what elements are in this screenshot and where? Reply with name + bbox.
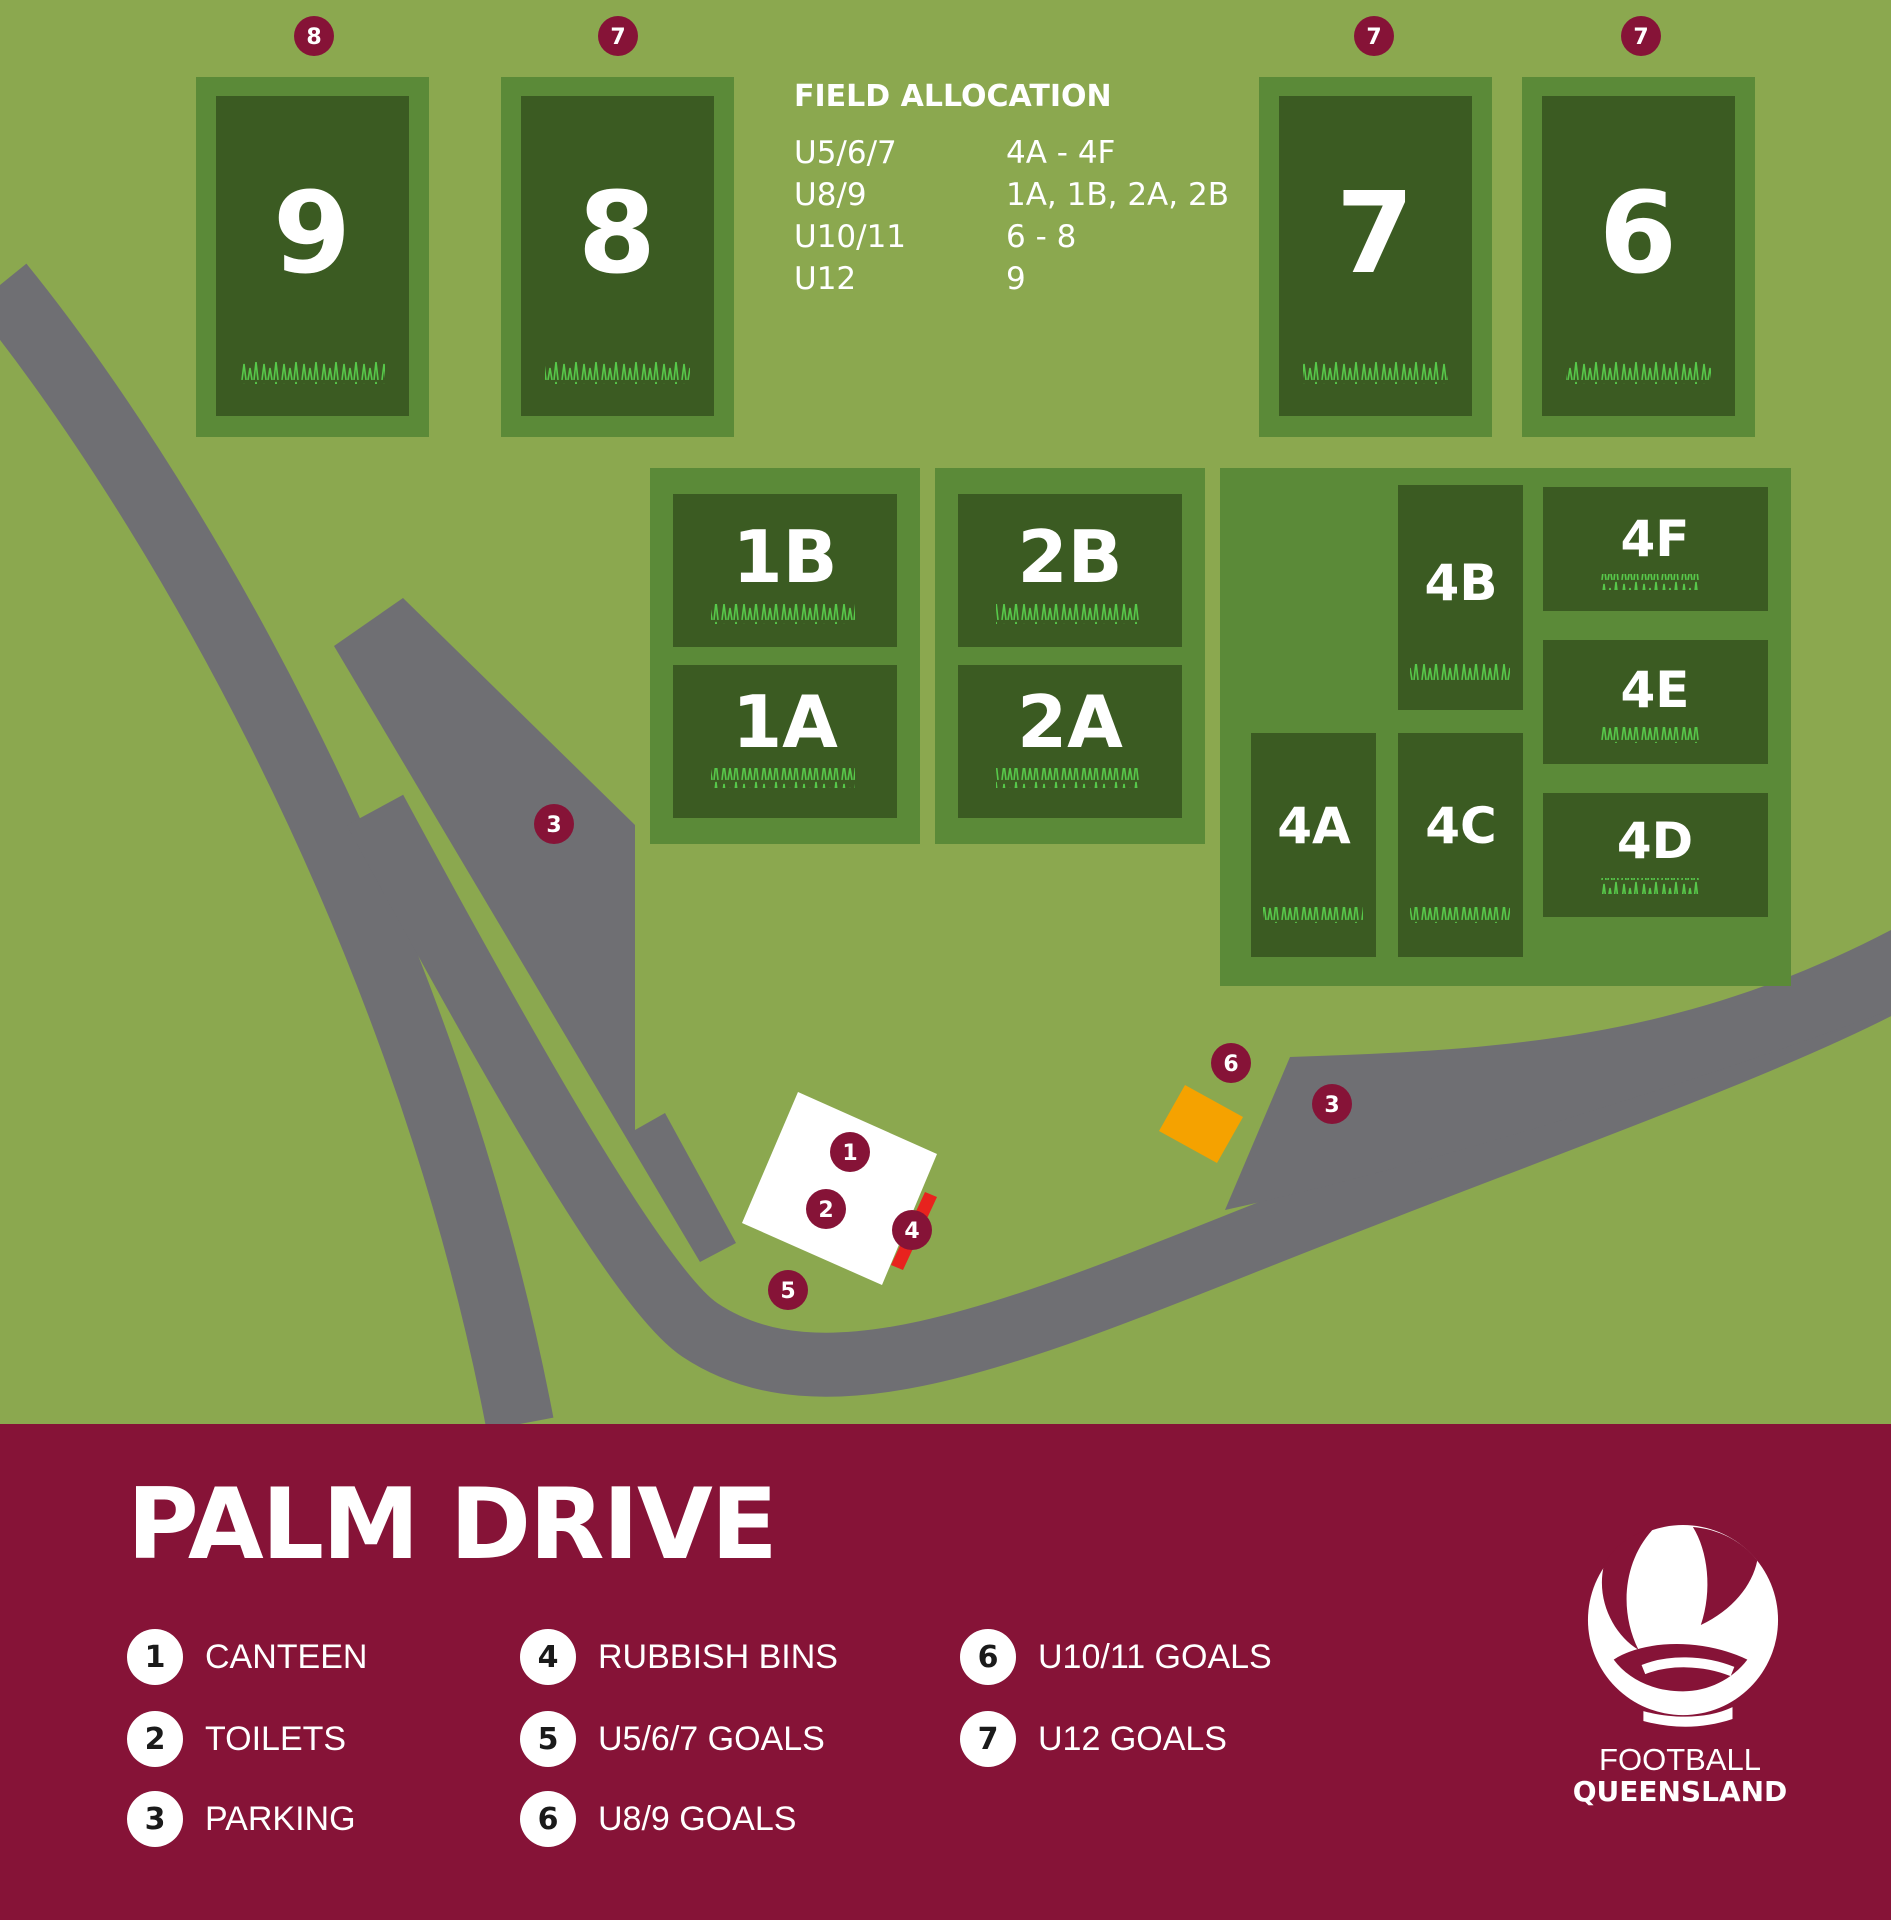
legend-number: 7: [960, 1711, 1016, 1767]
marker-field-9: 8: [294, 16, 334, 56]
pitch-4b-label: 4B: [1425, 554, 1498, 612]
legend-item-canteen: 1 CANTEEN: [127, 1628, 367, 1686]
allocation-fields-3: 9: [1006, 261, 1026, 297]
pitch-7: 7: [1259, 77, 1492, 437]
pitch-8: 8: [501, 77, 734, 437]
svg-text:8: 8: [306, 25, 321, 50]
marker-field-6: 7: [1621, 16, 1661, 56]
pitch-block-2: 2B 2A: [935, 468, 1205, 844]
pitch-8-label: 8: [578, 169, 656, 299]
logo-text-football: FOOTBALL: [1599, 1742, 1761, 1777]
pitch-1a-label: 1A: [732, 680, 838, 764]
legend-label: U10/11 GOALS: [1038, 1637, 1272, 1676]
pitch-9-label: 9: [273, 169, 351, 299]
allocation-fields-2: 6 - 8: [1006, 219, 1076, 255]
pitch-2a-label: 2A: [1017, 680, 1123, 764]
legend-label: CANTEEN: [205, 1637, 368, 1676]
legend-number: 4: [520, 1629, 576, 1685]
pitch-6: 6: [1522, 77, 1755, 437]
marker-field-8: 7: [598, 16, 638, 56]
svg-text:7: 7: [1633, 25, 1648, 50]
allocation-age-3: U12: [794, 261, 856, 297]
legend-label: PARKING: [205, 1799, 356, 1838]
pitch-2b-label: 2B: [1018, 515, 1123, 599]
marker-rubbish-bins: 4: [892, 1210, 932, 1250]
legend-number: 2: [127, 1711, 183, 1767]
legend-item-u8-9-goals: 6 U8/9 GOALS: [520, 1790, 796, 1848]
roads: [0, 263, 1891, 1424]
pitch-block-1: 1B 1A: [650, 468, 920, 844]
marker-parking-left: 3: [534, 804, 574, 844]
svg-text:3: 3: [1324, 1093, 1339, 1118]
football-logo-mark-icon: [1587, 1525, 1779, 1727]
svg-text:7: 7: [610, 25, 625, 50]
allocation-age-0: U5/6/7: [794, 135, 897, 171]
legend-number: 6: [520, 1791, 576, 1847]
legend-number: 5: [520, 1711, 576, 1767]
legend-item-u5-6-7-goals: 5 U5/6/7 GOALS: [520, 1710, 825, 1768]
pitch-9: 9: [196, 77, 429, 437]
svg-text:2: 2: [818, 1198, 833, 1223]
svg-text:1: 1: [842, 1141, 857, 1166]
svg-text:4: 4: [904, 1219, 919, 1244]
legend-item-parking: 3 PARKING: [127, 1790, 356, 1848]
allocation-age-2: U10/11: [794, 219, 906, 255]
pitch-6-label: 6: [1599, 169, 1677, 299]
svg-text:3: 3: [546, 813, 561, 838]
marker-goals-u5-6-7: 5: [768, 1270, 808, 1310]
venue-title: PALM DRIVE: [127, 1468, 778, 1582]
legend-label: RUBBISH BINS: [598, 1637, 838, 1676]
legend-number: 3: [127, 1791, 183, 1847]
pitch-4e-label: 4E: [1621, 661, 1690, 719]
left-road: [0, 263, 554, 1424]
svg-text:5: 5: [780, 1279, 795, 1304]
marker-goals-u10-11: 6: [1211, 1043, 1251, 1083]
svg-text:6: 6: [1223, 1052, 1238, 1077]
marker-parking-right: 3: [1312, 1084, 1352, 1124]
u10-11-goals-storage: [1159, 1085, 1243, 1163]
legend-number: 6: [960, 1629, 1016, 1685]
marker-field-7: 7: [1354, 16, 1394, 56]
pitch-block-4: 4B 4F 4E 4D 4A 4C: [1220, 468, 1791, 986]
legend-number: 1: [127, 1629, 183, 1685]
legend-label: U8/9 GOALS: [598, 1799, 797, 1838]
field-allocation-title: FIELD ALLOCATION: [794, 79, 1112, 114]
allocation-age-1: U8/9: [794, 177, 867, 213]
football-queensland-logo: FOOTBALL QUEENSLAND: [1540, 1520, 1820, 1820]
legend-label: TOILETS: [205, 1719, 347, 1758]
pitch-4d-label: 4D: [1617, 812, 1693, 870]
legend-footer: [0, 1424, 1891, 1920]
pitch-4c-label: 4C: [1425, 797, 1496, 855]
marker-canteen: 1: [830, 1132, 870, 1172]
legend-label: U12 GOALS: [1038, 1719, 1227, 1758]
car-park-right: [1225, 930, 1891, 1210]
allocation-fields-0: 4A - 4F: [1006, 135, 1115, 171]
legend-item-toilets: 2 TOILETS: [127, 1710, 346, 1768]
pitch-4a-label: 4A: [1277, 797, 1351, 855]
allocation-fields-1: 1A, 1B, 2A, 2B: [1006, 177, 1229, 213]
legend-item-rubbish-bins: 4 RUBBISH BINS: [520, 1628, 838, 1686]
car-park-left: [334, 598, 736, 1262]
pitch-4f-label: 4F: [1621, 510, 1690, 568]
legend-item-u10-11-goals: 6 U10/11 GOALS: [960, 1628, 1272, 1686]
field-allocation: FIELD ALLOCATION U5/6/7 4A - 4F U8/9 1A,…: [794, 79, 1229, 297]
legend-item-u12-goals: 7 U12 GOALS: [960, 1710, 1227, 1768]
pitch-7-label: 7: [1336, 169, 1414, 299]
logo-text-queensland: QUEENSLAND: [1572, 1775, 1788, 1808]
svg-text:7: 7: [1366, 25, 1381, 50]
clubhouse-building: [742, 1092, 937, 1285]
pitch-1b-label: 1B: [733, 515, 838, 599]
legend-label: U5/6/7 GOALS: [598, 1719, 825, 1758]
marker-toilets: 2: [806, 1189, 846, 1229]
site-map: 9 8 7 6 FIELD ALLOCATION U5/6/7 4A - 4F …: [0, 16, 1891, 1424]
